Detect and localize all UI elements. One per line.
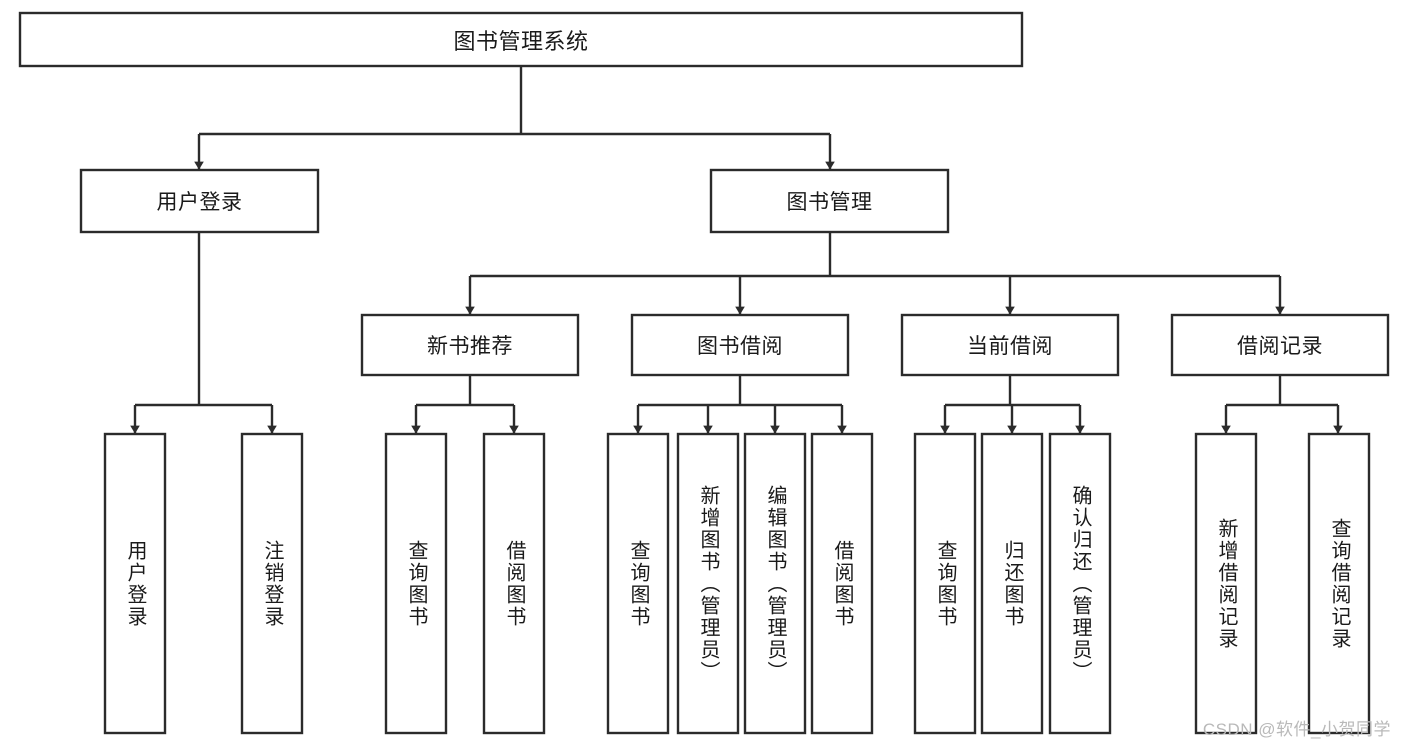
node-box-new-book-recommend[interactable]: [360, 313, 580, 377]
node-box-leaf-return-book[interactable]: [980, 432, 1044, 735]
node-box-user-login[interactable]: [79, 168, 320, 234]
node-box-leaf-query-borrow-record[interactable]: [1307, 432, 1371, 735]
connector-group-bookmanage-to-level3: [465, 232, 1285, 315]
node-box-leaf-add-borrow-record[interactable]: [1194, 432, 1258, 735]
node-box-leaf-confirm-return[interactable]: [1048, 432, 1112, 735]
node-box-leaf-logout-login[interactable]: [240, 432, 304, 735]
connector-group-borrowrecord-to-leaves: [1221, 375, 1343, 434]
node-box-layer: [18, 11, 1390, 735]
node-box-leaf-borrow-book-1[interactable]: [482, 432, 546, 735]
node-box-root[interactable]: [18, 11, 1024, 68]
node-box-leaf-user-login[interactable]: [103, 432, 167, 735]
node-box-leaf-borrow-book-2[interactable]: [810, 432, 874, 735]
connector-group-newbook-to-leaves: [411, 375, 519, 434]
node-box-book-borrow[interactable]: [630, 313, 850, 377]
node-box-borrow-record[interactable]: [1170, 313, 1390, 377]
node-box-book-manage[interactable]: [709, 168, 950, 234]
node-box-leaf-edit-book[interactable]: [743, 432, 807, 735]
node-box-leaf-query-book-3[interactable]: [913, 432, 977, 735]
node-box-leaf-query-book-2[interactable]: [606, 432, 670, 735]
node-box-leaf-add-book[interactable]: [676, 432, 740, 735]
connector-group-bookborrow-to-leaves: [633, 375, 847, 434]
connector-group-currentborrow-to-leaves: [940, 375, 1085, 434]
connector-group-root-to-level2: [194, 66, 835, 170]
connector-group-userlogin-to-leaves: [130, 232, 277, 434]
node-box-leaf-query-book-1[interactable]: [384, 432, 448, 735]
node-box-current-borrow[interactable]: [900, 313, 1120, 377]
